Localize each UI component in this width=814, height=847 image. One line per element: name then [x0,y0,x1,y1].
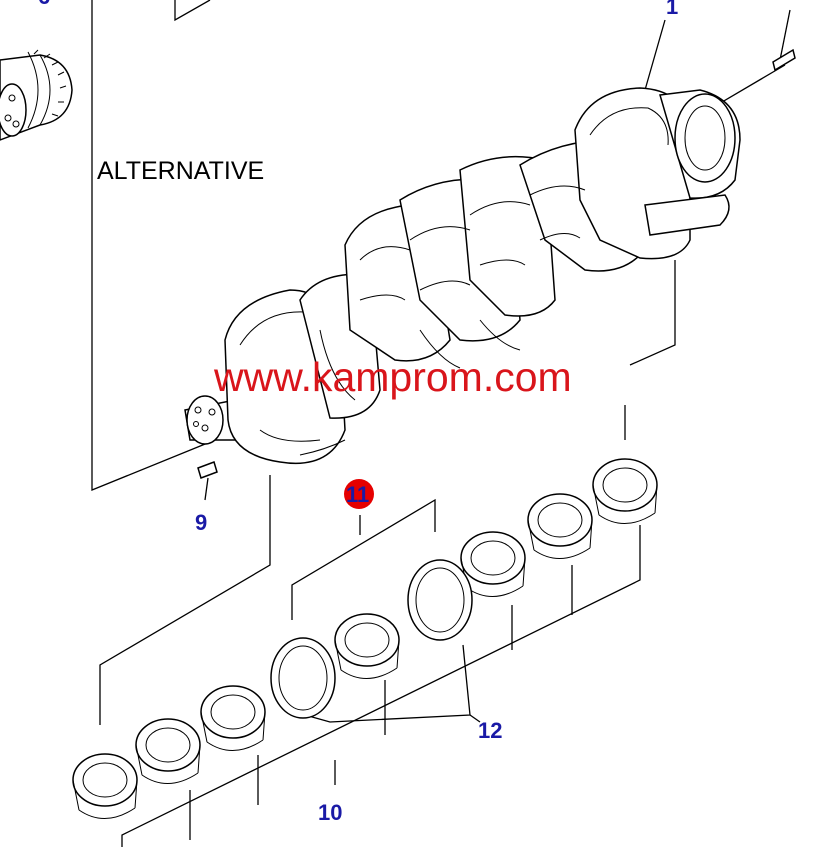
thrust-ring-2 [270,637,336,719]
watermark-text: www.kamprom.com [213,354,572,400]
bearing-6 [135,718,201,784]
callout-6[interactable]: 6 [38,0,50,9]
bearing-4 [334,613,400,679]
bearing-7 [72,753,138,819]
bearing-5 [200,685,266,751]
gear-part [0,49,73,141]
callout-9[interactable]: 9 [195,510,207,535]
thrust-ring-1 [407,559,473,641]
alternative-label: ALTERNATIVE [97,157,264,185]
leader-lines [91,0,791,847]
bearing-parts [72,458,658,819]
callout-11[interactable]: 11 [346,482,369,507]
crankshaft [184,48,796,465]
callout-10[interactable]: 10 [318,800,342,825]
bearing-2 [527,493,593,559]
callout-1[interactable]: 1 [666,0,678,19]
bearing-1 [592,458,658,524]
callout-12[interactable]: 12 [478,718,502,743]
highlight-badge [344,479,374,509]
pin-part [197,461,218,479]
